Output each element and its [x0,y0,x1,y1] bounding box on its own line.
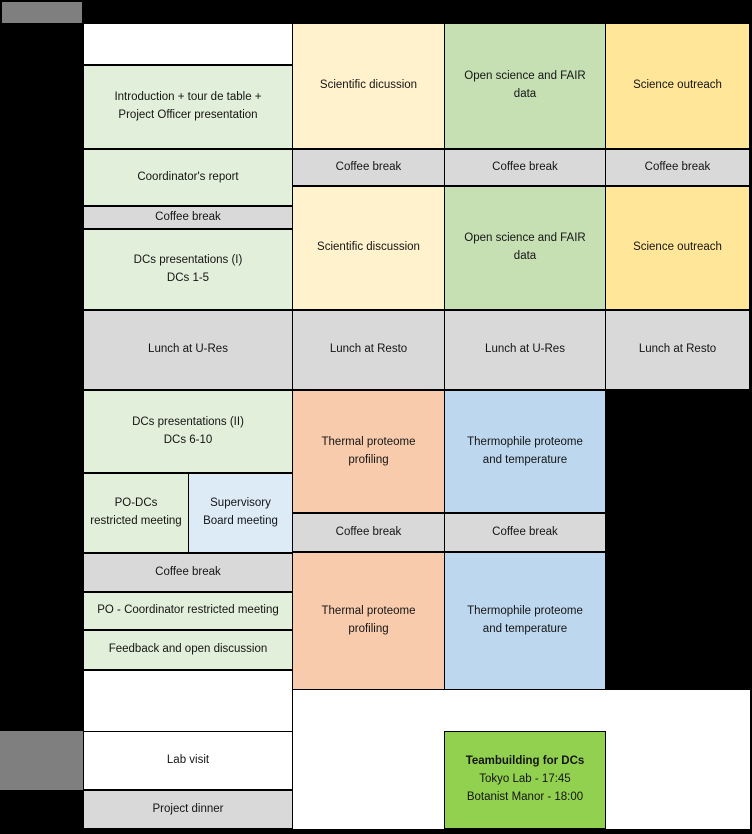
day3-coffee-break-am-cell: Coffee break [444,149,606,186]
day3-open-science-1-cell: Open science and FAIR data [444,23,606,149]
day1-coordinators-report-cell: Coordinator's report [83,149,293,206]
teambuilding-line2: Botanist Manor - 18:00 [466,790,584,803]
day1-project-dinner-cell: Project dinner [83,790,293,829]
day3-lunch-cell: Lunch at U-Res [444,310,606,390]
day4-science-outreach-1-cell: Science outreach [605,23,750,149]
day3-teambuilding-cell: Teambuilding for DCs Tokyo Lab - 17:45 B… [444,731,606,829]
day3-thermophile-proteome-2-cell: Thermophile proteome and temperature [444,552,606,690]
day1-dcs-presentations-1-cell: DCs presentations (I) DCs 1-5 [83,229,293,310]
day3-thermophile-proteome-1-cell: Thermophile proteome and temperature [444,390,606,513]
day1-po-dcs-restricted-cell: PO-DCs restricted meeting [83,473,189,553]
day1-lab-visit-cell: Lab visit [83,731,293,790]
teambuilding-title: Teambuilding for DCs [465,755,585,768]
day2-scientific-discussion-1-cell: Scientific dicussion [292,23,445,149]
day1-dcs-presentations-2-cell: DCs presentations (II) DCs 6-10 [83,390,293,473]
day2-coffee-break-pm-cell: Coffee break [292,513,445,552]
day1-coffee-break-pm-cell: Coffee break [83,553,293,592]
day3-coffee-break-pm-cell: Coffee break [444,513,606,552]
day1-empty-gap-cell [83,670,293,732]
redaction-box-bottom-left [0,731,83,790]
day2-thermal-proteome-2-cell: Thermal proteome profiling [292,552,445,690]
day1-coffee-break-am-cell: Coffee break [83,206,293,229]
day1-lunch-cell: Lunch at U-Res [83,310,293,390]
day4-lunch-cell: Lunch at Resto [605,310,750,390]
day1-empty-cell [83,23,293,65]
day2-coffee-break-am-cell: Coffee break [292,149,445,186]
day2-lunch-cell: Lunch at Resto [292,310,445,390]
day2-thermal-proteome-1-cell: Thermal proteome profiling [292,390,445,513]
redaction-box-top-left [2,2,82,23]
day1-feedback-cell: Feedback and open discussion [83,630,293,670]
day4-coffee-break-am-cell: Coffee break [605,149,750,186]
day2-scientific-discussion-2-cell: Scientific discussion [292,186,445,310]
day1-supervisory-board-cell: Supervisory Board meeting [188,473,293,553]
day3-open-science-2-cell: Open science and FAIR data [444,186,606,310]
teambuilding-line1: Tokyo Lab - 17:45 [479,773,571,786]
day1-po-coordinator-restricted-cell: PO - Coordinator restricted meeting [83,592,293,630]
day4-science-outreach-2-cell: Science outreach [605,186,750,310]
day1-intro-cell: Introduction + tour de table + Project O… [83,65,293,149]
